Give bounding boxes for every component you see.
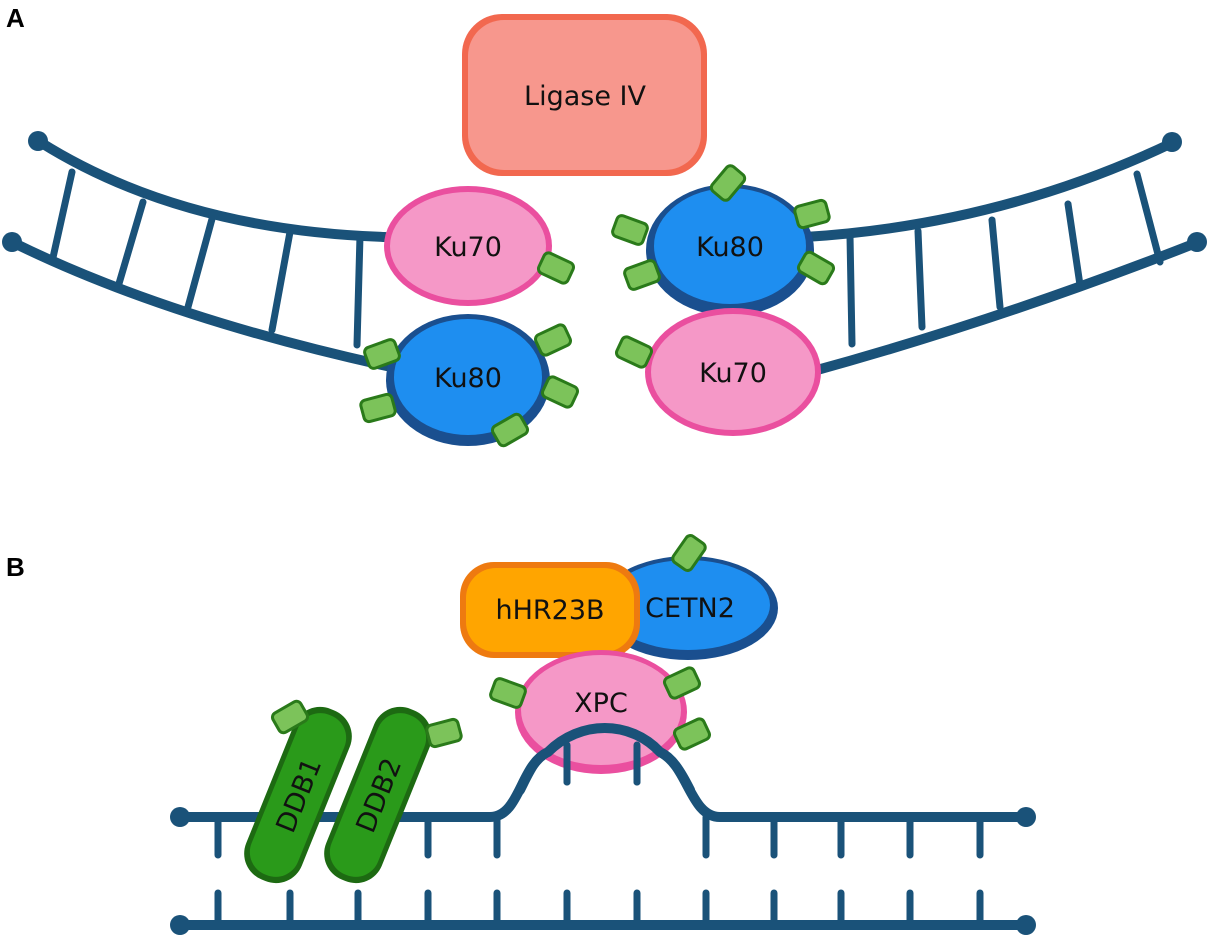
panel-b-bottom-strand	[170, 889, 1036, 935]
ddb1-body	[249, 713, 347, 877]
cetn2-body	[606, 560, 770, 650]
ku70-right: Ku70	[645, 308, 821, 436]
ligase-iv: Ligase IV	[462, 14, 707, 176]
ligase-iv-body	[468, 20, 701, 170]
ku70-right-label: Ku70	[699, 358, 767, 389]
ku80-right-tag-4	[623, 259, 661, 291]
ku80-left-tag-3	[533, 323, 573, 357]
ku70-right-tag	[614, 335, 654, 369]
right-dna-bottom-end	[1187, 232, 1207, 252]
ku80-left-tag-4	[540, 375, 580, 409]
cetn2: CETN2	[598, 556, 778, 660]
ku80-left: Ku80	[386, 314, 550, 446]
cetn2-label: CETN2	[645, 593, 735, 624]
ku80-right-body	[654, 188, 806, 304]
ku70-left-label: Ku70	[434, 232, 502, 263]
panel-a-label: A	[6, 3, 25, 33]
ku80-right-tag-3	[793, 198, 831, 230]
ku80-left-body	[394, 319, 542, 435]
ku70-left-tag	[536, 251, 576, 285]
hhr23b: hHR23B	[460, 562, 640, 658]
ku80-right-tag-2	[611, 214, 649, 246]
ku80-left-tag-5	[490, 412, 530, 448]
panel-b-modification-tags	[270, 534, 712, 751]
ku70-left: Ku70	[384, 186, 552, 306]
ku80-left-tag-1	[363, 338, 401, 370]
panel-a-modification-tags	[359, 164, 836, 448]
ddb2-body	[329, 713, 427, 877]
dna-bubble-arc	[515, 723, 695, 795]
ddb1-tag	[270, 699, 310, 735]
hhr23b-label: hHR23B	[495, 595, 604, 626]
bottom-strand-bases	[214, 889, 984, 929]
ku80-left-tag-2	[359, 392, 397, 424]
ligase-iv-label: Ligase IV	[524, 81, 646, 112]
ku70-right-body	[651, 314, 815, 430]
xpc-tag-1	[489, 677, 527, 709]
right-dna-duplex	[800, 132, 1207, 377]
left-dna-duplex	[2, 131, 410, 375]
left-dna-bottom-end	[2, 232, 22, 252]
xpc-label: XPC	[574, 688, 628, 719]
xpc-tag-3	[672, 717, 712, 751]
ku70-left-body	[390, 192, 546, 300]
left-dna-top-end	[28, 131, 48, 151]
ku80-right-label: Ku80	[696, 232, 764, 263]
left-dna-top-strand	[35, 137, 390, 242]
hhr23b-body	[466, 568, 634, 652]
ddb1: DDB1	[244, 706, 352, 884]
ku80-right-tag-5	[796, 250, 836, 286]
right-dna-bottom-strand	[805, 238, 1201, 377]
right-dna-top-end	[1162, 132, 1182, 152]
ku80-left-label: Ku80	[434, 363, 502, 394]
right-dna-top-strand	[800, 138, 1177, 242]
cetn2-tag	[671, 534, 707, 572]
left-dna-bottom-strand	[7, 237, 410, 375]
ddb2-tag	[425, 717, 463, 749]
ku80-right-tag-1	[709, 164, 747, 202]
ku80-right: Ku80	[646, 184, 814, 316]
right-dna-base-pairs	[846, 170, 1164, 348]
left-dna-base-pairs	[48, 168, 364, 349]
ddb2: DDB2	[324, 706, 432, 884]
panel-b-label: B	[6, 552, 25, 582]
xpc-tag-2	[662, 666, 702, 700]
